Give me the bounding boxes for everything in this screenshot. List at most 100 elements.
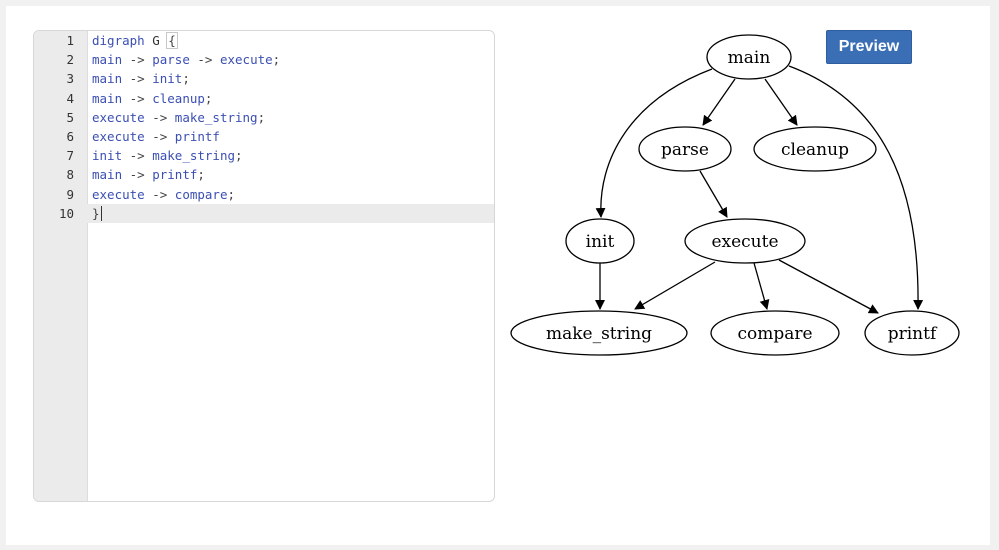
- code-text[interactable]: execute -> compare;: [92, 185, 235, 204]
- code-text[interactable]: main -> init;: [92, 69, 190, 88]
- graph-edge-main-to-init: [595, 68, 713, 218]
- code-token: ->: [122, 148, 153, 164]
- code-token: main: [92, 71, 123, 87]
- code-token: execute: [92, 128, 145, 144]
- code-token: printf: [174, 128, 220, 144]
- line-number: 2: [66, 52, 74, 68]
- graph-edge-execute-to-printf: [778, 259, 879, 314]
- graph-node-compare: compare: [710, 310, 840, 356]
- code-token: parse: [152, 52, 190, 68]
- code-line[interactable]: 1 digraph G {: [34, 31, 494, 50]
- graph-node-label: compare: [737, 324, 812, 344]
- graph-node-label: make_string: [546, 324, 652, 344]
- graph-node-make_string: make_string: [510, 310, 688, 356]
- graph-node-execute: execute: [684, 218, 806, 264]
- graph-node-shape: [638, 126, 732, 172]
- code-line[interactable]: 4 main -> cleanup;: [34, 89, 494, 108]
- code-token: digraph: [92, 33, 145, 48]
- code-token: cleanup: [152, 90, 205, 106]
- code-token: ;: [257, 109, 266, 125]
- code-text[interactable]: execute -> printf: [92, 127, 220, 146]
- graph-node-label: init: [586, 232, 615, 252]
- line-number: 1: [66, 33, 74, 48]
- graph-node-init: init: [565, 218, 635, 264]
- code-token: G: [152, 33, 160, 48]
- graph-edge-main-to-printf: [788, 65, 924, 310]
- code-token: ->: [122, 52, 153, 68]
- text-cursor: [100, 205, 102, 221]
- line-number-gutter: [34, 31, 88, 501]
- graph-node-shape: [684, 218, 806, 264]
- code-token: execute: [92, 109, 145, 125]
- graph-node-label: cleanup: [781, 140, 849, 160]
- code-text[interactable]: main -> printf;: [92, 165, 205, 184]
- code-token: compare: [174, 186, 228, 202]
- code-token: ;: [197, 167, 205, 183]
- code-token: execute: [219, 52, 273, 68]
- line-number: 5: [66, 109, 74, 125]
- code-token: {: [166, 32, 178, 49]
- graph-node-label: execute: [711, 232, 778, 252]
- graph-node-label: parse: [661, 140, 709, 160]
- line-number: 7: [66, 148, 74, 164]
- code-token: ;: [204, 90, 213, 106]
- graph-node-shape: [753, 126, 877, 172]
- code-token: execute: [92, 186, 145, 202]
- graph-node-shape: [864, 310, 960, 356]
- graph-node-parse: parse: [638, 126, 732, 172]
- code-token: init: [92, 148, 123, 164]
- code-token: main: [92, 52, 123, 68]
- code-token: ->: [122, 90, 153, 106]
- code-token: ->: [144, 128, 175, 144]
- code-token: ->: [122, 71, 153, 87]
- code-text[interactable]: init -> make_string;: [92, 146, 243, 165]
- code-token: main: [92, 90, 123, 106]
- code-line[interactable]: 6 execute -> printf: [34, 127, 494, 146]
- code-line[interactable]: 10}: [34, 203, 494, 223]
- graph-node-label: printf: [888, 324, 938, 344]
- graph-node-shape: [565, 218, 635, 264]
- code-token: ->: [122, 167, 153, 183]
- code-line[interactable]: 8 main -> printf;: [34, 165, 494, 184]
- line-number: 3: [66, 71, 74, 87]
- graph-node-shape: [510, 310, 688, 356]
- preview-button[interactable]: Preview: [826, 30, 912, 64]
- code-token: ->: [144, 109, 175, 125]
- code-token: main: [92, 167, 123, 183]
- code-token: printf: [152, 167, 198, 183]
- code-token: ->: [189, 52, 220, 68]
- graph-node-main: main: [706, 34, 792, 80]
- code-text[interactable]: digraph G {: [92, 31, 178, 50]
- line-number: 8: [66, 167, 74, 183]
- graph-edge-main-to-cleanup: [764, 78, 798, 126]
- graph-node-printf: printf: [864, 310, 960, 356]
- code-token: ->: [144, 186, 175, 202]
- code-line[interactable]: 7 init -> make_string;: [34, 146, 494, 165]
- graph-edge-main-to-parse: [702, 78, 736, 126]
- code-line[interactable]: 2 main -> parse -> execute;: [34, 50, 494, 69]
- code-token: make_string: [152, 148, 236, 164]
- line-number: 6: [66, 128, 74, 144]
- code-token: ;: [235, 148, 243, 164]
- code-line[interactable]: 3 main -> init;: [34, 69, 494, 88]
- graph-edge-execute-to-compare: [753, 262, 770, 310]
- code-line[interactable]: 5 execute -> make_string;: [34, 108, 494, 127]
- code-text[interactable]: main -> cleanup;: [92, 89, 212, 108]
- code-token: ;: [227, 186, 236, 202]
- graph-node-shape: [706, 34, 792, 80]
- graph-node-label: main: [728, 48, 771, 68]
- code-text[interactable]: execute -> make_string;: [92, 108, 265, 127]
- graph-node-cleanup: cleanup: [753, 126, 877, 172]
- code-token: init: [152, 71, 183, 87]
- line-number: 4: [66, 90, 74, 106]
- graph-edge-parse-to-execute: [699, 170, 728, 218]
- code-token: make_string: [174, 109, 258, 125]
- code-text[interactable]: main -> parse -> execute;: [92, 50, 280, 69]
- code-text[interactable]: }: [92, 204, 102, 223]
- graph-node-shape: [710, 310, 840, 356]
- line-number: 10: [58, 205, 74, 221]
